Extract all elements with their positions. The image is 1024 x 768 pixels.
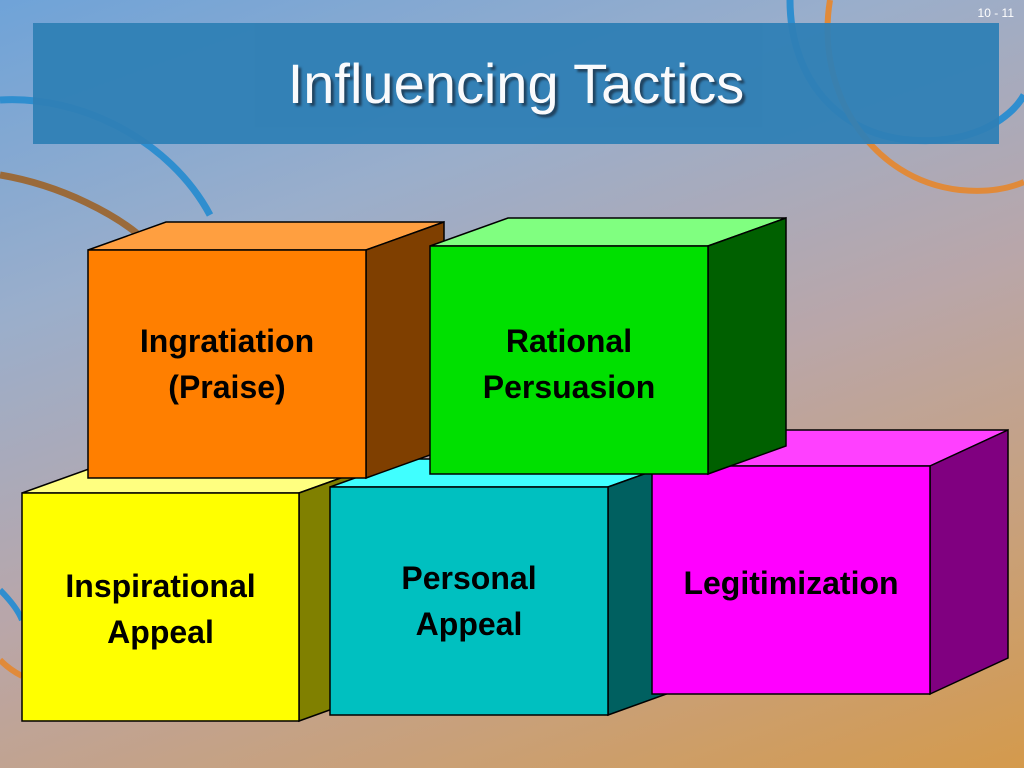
label-line: Legitimization bbox=[683, 565, 899, 601]
inspirational-appeal-front-face bbox=[21, 492, 300, 722]
label-line: Ingratiation bbox=[139, 323, 315, 359]
legitimization-side-face bbox=[929, 428, 1009, 696]
label-line: Inspirational bbox=[65, 568, 256, 604]
title-bar: Influencing Tactics bbox=[33, 23, 999, 144]
block-ingratiation bbox=[87, 220, 445, 480]
slide-number: 10 - 11 bbox=[977, 6, 1014, 20]
rational-persuasion-front-face bbox=[429, 245, 709, 475]
label-line: Rational bbox=[505, 323, 633, 359]
block-label-ingratiation: Ingratiation (Praise) bbox=[88, 250, 366, 478]
slide-title: Influencing Tactics bbox=[287, 52, 745, 115]
personal-appeal-front-face bbox=[329, 486, 609, 716]
orange-arc-bottom-left bbox=[0, 587, 25, 622]
label-line: Appeal bbox=[415, 606, 523, 642]
label-line: Persuasion bbox=[482, 369, 656, 405]
rational-persuasion-side-face bbox=[707, 216, 787, 476]
label-line: Personal bbox=[401, 560, 537, 596]
block-label-personal-appeal: Personal Appeal bbox=[330, 487, 608, 715]
orange-arc-bottom-left-2 bbox=[0, 657, 24, 679]
block-label-legitimization: Legitimization bbox=[652, 466, 930, 694]
block-label-rational-persuasion: Rational Persuasion bbox=[430, 246, 708, 474]
block-label-inspirational-appeal: Inspirational Appeal bbox=[22, 493, 299, 721]
label-line: (Praise) bbox=[168, 369, 286, 405]
ingratiation-front-face bbox=[87, 249, 367, 479]
label-line: Appeal bbox=[107, 614, 214, 650]
legitimization-front-face bbox=[651, 465, 931, 695]
block-rational-persuasion bbox=[429, 216, 787, 476]
